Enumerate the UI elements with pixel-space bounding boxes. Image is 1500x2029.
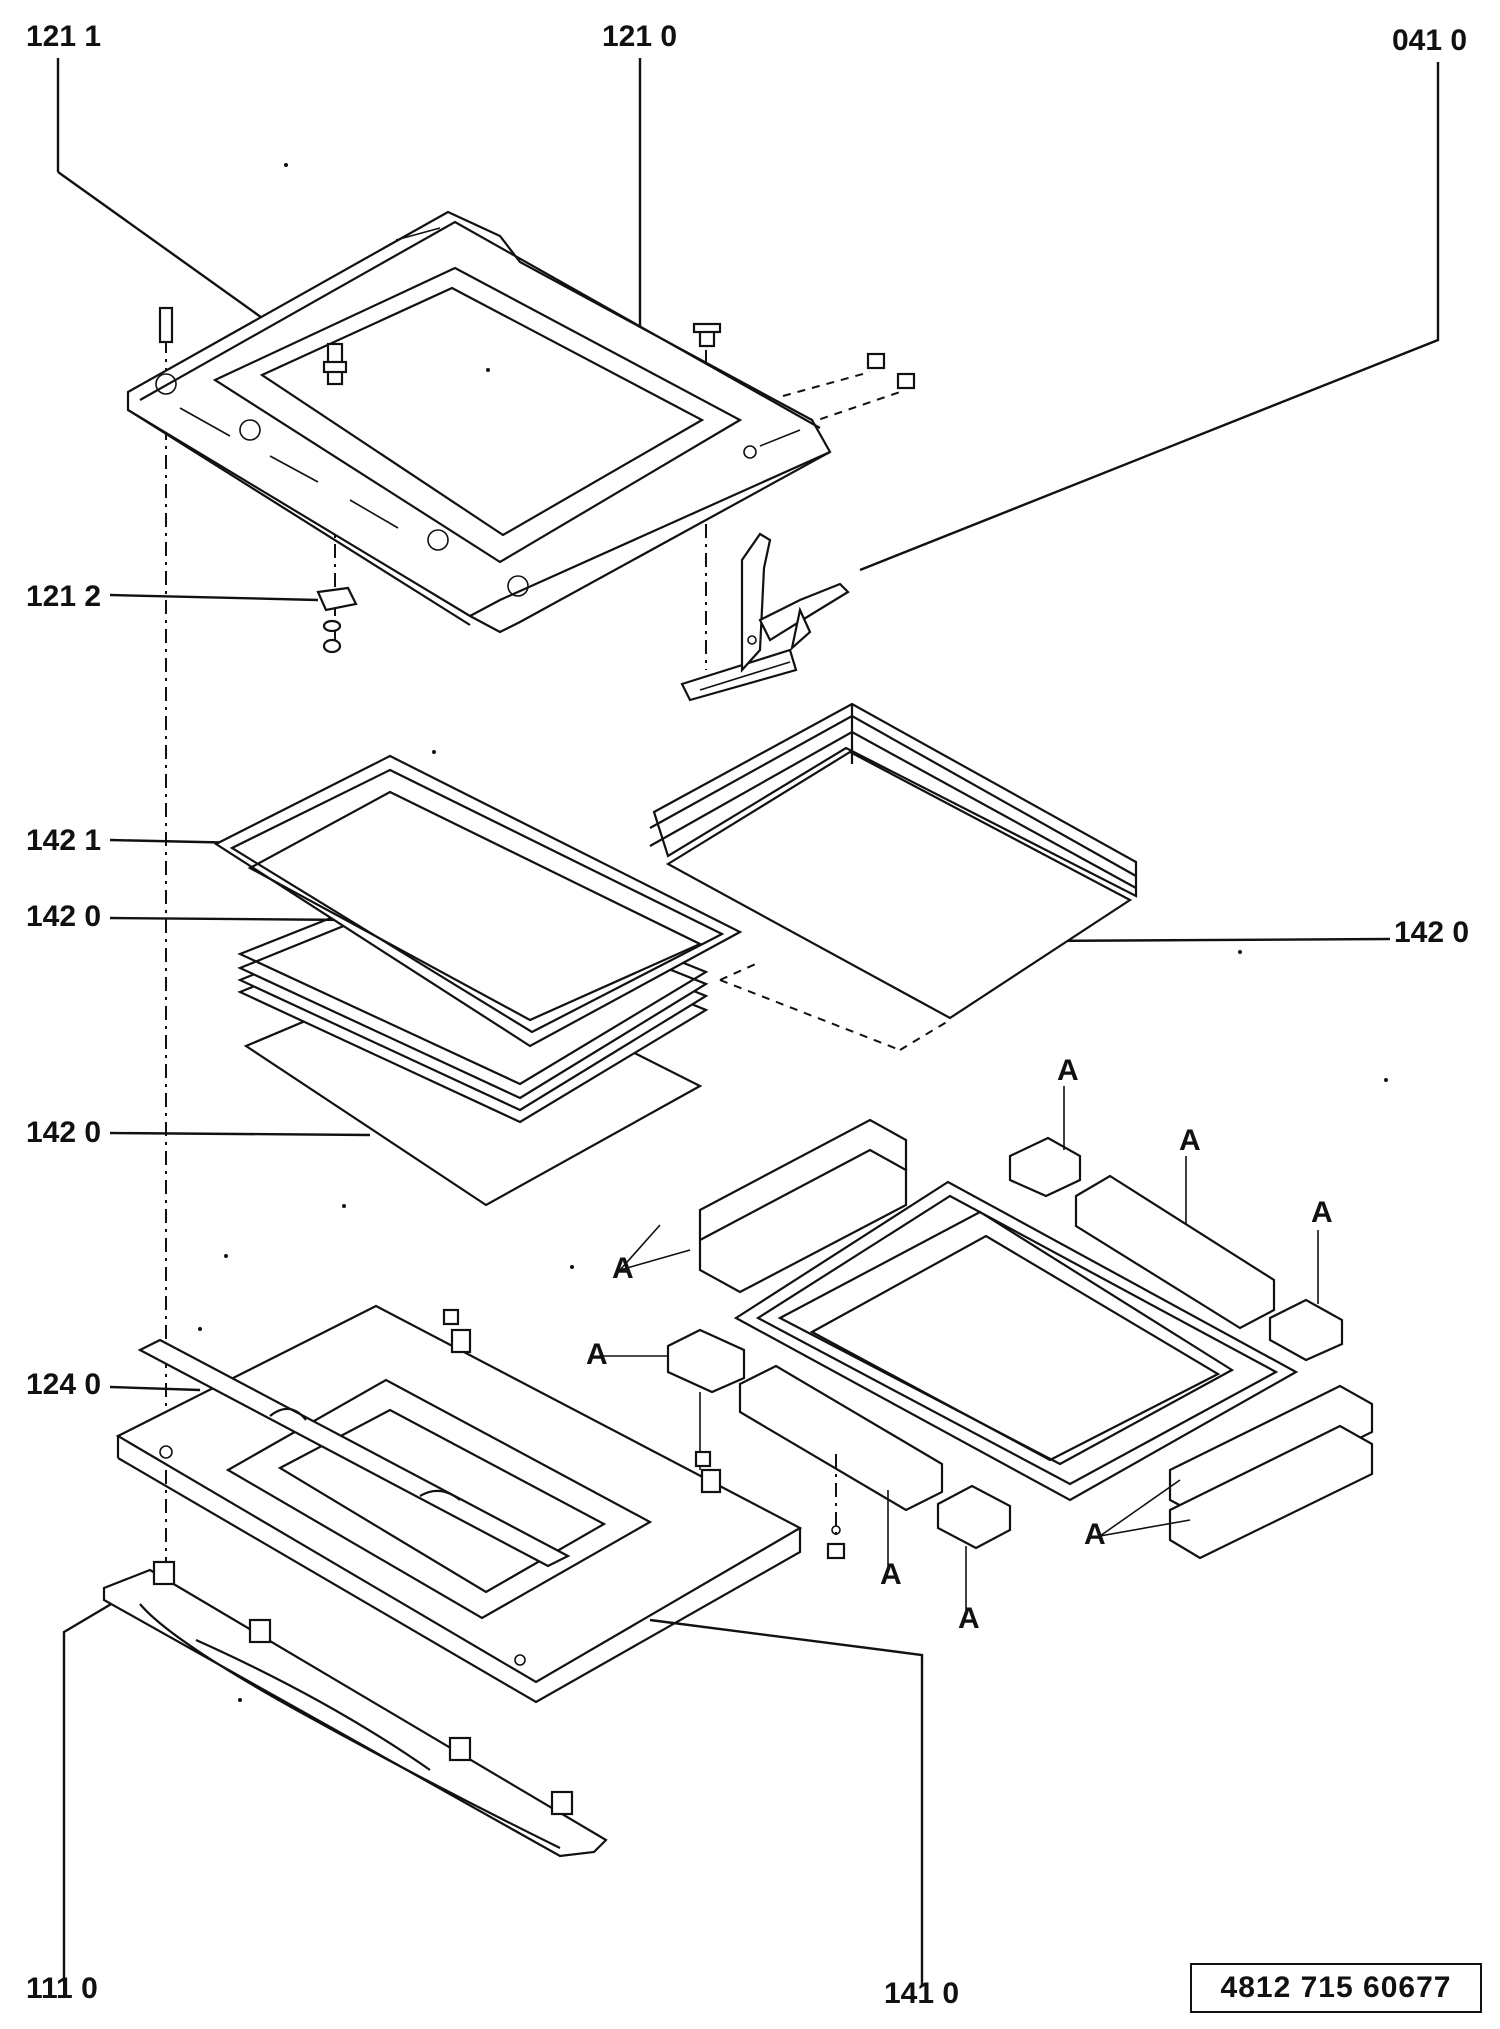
screws-top-right — [692, 322, 916, 390]
marker-a: A — [612, 1252, 634, 1285]
clip-121-2 — [316, 586, 358, 654]
door-handle — [102, 1560, 608, 1858]
marker-a: A — [1057, 1054, 1079, 1087]
door-hinge — [680, 532, 850, 702]
callout-124-0: 124 0 — [26, 1368, 101, 1401]
screw-axis-1 — [782, 371, 871, 397]
callout-121-0: 121 0 — [602, 20, 677, 53]
callout-142-1: 142 1 — [26, 824, 101, 857]
marker-a: A — [1311, 1196, 1333, 1229]
screw-bottom — [826, 1454, 846, 1560]
marker-a: A — [880, 1558, 902, 1591]
callout-142-0-right: 142 0 — [1394, 916, 1469, 949]
marker-a: A — [1084, 1518, 1106, 1551]
glass-frame — [733, 1180, 1299, 1502]
leader-lines — [56, 58, 1440, 1985]
marker-a: A — [1179, 1124, 1201, 1157]
glass-assembly-right — [649, 702, 1138, 1051]
callout-111-0: 111 0 — [26, 1972, 98, 2005]
callout-121-1: 121 1 — [26, 20, 101, 53]
screw-121-1 — [158, 306, 348, 386]
callout-142-0-left-bottom: 142 0 — [26, 1116, 101, 1149]
callout-041-0: 041 0 — [1392, 24, 1467, 57]
inner-door-panel — [126, 210, 832, 634]
marker-a: A — [958, 1602, 980, 1635]
document-number: 4812 715 60677 — [1190, 1963, 1482, 2013]
scan-specks — [198, 163, 1388, 1702]
outer-door-panel — [115, 1304, 803, 1704]
callout-142-0-left-top: 142 0 — [26, 900, 101, 933]
screw-axis-2 — [805, 391, 901, 425]
marker-a: A — [586, 1338, 608, 1371]
glass-stack-left — [213, 754, 743, 1207]
marker-labels: A A A A A A A A — [586, 1054, 1333, 1635]
callout-121-2: 121 2 — [26, 580, 101, 613]
spacer-blocks — [666, 1118, 1374, 1560]
